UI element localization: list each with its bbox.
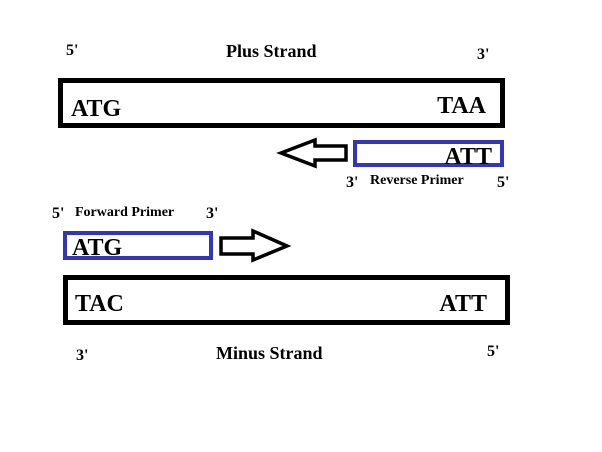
forward-primer-3prime-label: 3'	[206, 205, 219, 222]
reverse-primer-label: Reverse Primer	[370, 173, 464, 188]
minus-strand-5prime-label: 5'	[487, 343, 500, 360]
minus-strand-left-sequence: TAC	[75, 291, 124, 317]
plus-strand-3prime-label: 3'	[477, 46, 490, 63]
forward-primer-sequence: ATG	[72, 235, 123, 261]
forward-primer-label: Forward Primer	[75, 205, 175, 220]
forward-primer-box: ATG	[63, 231, 213, 260]
forward-primer-arrow-right-icon	[219, 228, 292, 263]
plus-strand-box: ATG TAA	[58, 78, 505, 128]
reverse-primer-box: ATT	[353, 140, 504, 170]
plus-strand-5prime-label: 5'	[66, 42, 79, 59]
plus-strand-title: Plus Strand	[226, 41, 317, 61]
reverse-primer-arrow-left-icon	[276, 137, 348, 169]
minus-strand-box: TAC ATT	[63, 275, 510, 325]
forward-primer-5prime-label: 5'	[52, 205, 65, 222]
minus-strand-right-sequence: ATT	[439, 291, 487, 317]
reverse-primer-sequence: ATT	[444, 144, 492, 170]
reverse-primer-5prime-label: 5'	[497, 174, 510, 191]
plus-strand-start-codon: ATG	[71, 96, 122, 122]
minus-strand-title: Minus Strand	[216, 343, 323, 363]
minus-strand-3prime-label: 3'	[76, 347, 89, 364]
plus-strand-stop-codon: TAA	[437, 93, 486, 119]
reverse-primer-3prime-label: 3'	[346, 174, 359, 191]
